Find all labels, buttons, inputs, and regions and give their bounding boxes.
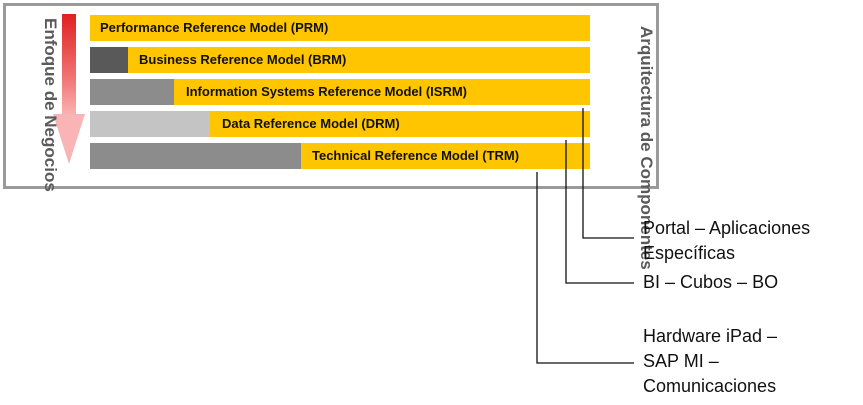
isrm-bar: Information Systems Reference Model (ISR…	[90, 79, 590, 105]
component-portal-line1: Portal – Aplicaciones	[643, 218, 811, 238]
trm-bar: Technical Reference Model (TRM)	[90, 143, 590, 169]
component-hardware-line3: Comunicaciones	[643, 376, 777, 396]
prm-bar: Performance Reference Model (PRM)	[90, 15, 590, 41]
connector-hardware	[536, 172, 634, 364]
brm-bar: Business Reference Model (BRM)	[90, 47, 590, 73]
component-portal: Portal – Aplicaciones Específicas	[643, 216, 810, 266]
down-arrow-icon	[62, 14, 76, 116]
brm-label: Business Reference Model (BRM)	[139, 52, 347, 67]
drm-label: Data Reference Model (DRM)	[222, 116, 400, 131]
drm-bar: Data Reference Model (DRM)	[90, 111, 590, 137]
connector-bi	[565, 140, 634, 284]
isrm-label: Information Systems Reference Model (ISR…	[186, 84, 467, 99]
prm-label: Performance Reference Model (PRM)	[100, 20, 329, 35]
drm-gray-segment	[90, 111, 210, 137]
component-bi: BI – Cubos – BO	[643, 270, 778, 295]
trm-gray-segment	[90, 143, 301, 169]
trm-label: Technical Reference Model (TRM)	[312, 148, 520, 163]
component-hardware-line2: SAP MI –	[643, 351, 719, 371]
component-portal-line2: Específicas	[643, 243, 736, 263]
component-hardware: Hardware iPad – SAP MI – Comunicaciones	[643, 324, 777, 399]
brm-gray-segment	[90, 47, 128, 73]
isrm-gray-segment	[90, 79, 174, 105]
connector-portal	[582, 108, 634, 239]
component-bi-line1: BI – Cubos – BO	[643, 272, 779, 292]
component-hardware-line1: Hardware iPad –	[643, 326, 778, 346]
down-arrow-head-icon	[53, 114, 85, 164]
